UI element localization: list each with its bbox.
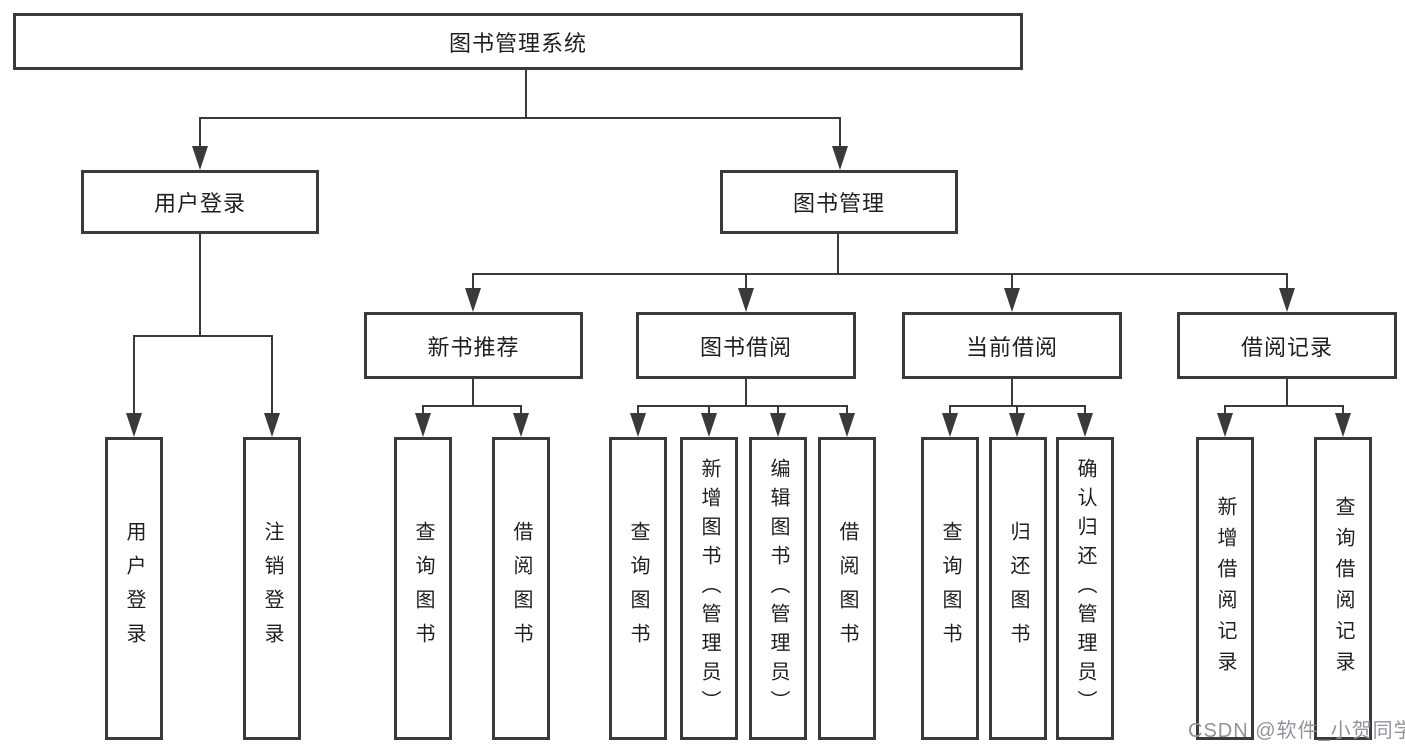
- arrow-down-icon: [1279, 288, 1295, 312]
- leaf-query-borrow-record: 查询借阅记录: [1314, 437, 1372, 740]
- leaf-query-books-recommend: 查询图书: [394, 437, 452, 740]
- connector-line: [745, 378, 747, 407]
- connector-line: [422, 405, 424, 417]
- leaf-label: 查询图书: [939, 520, 961, 657]
- connector-line: [637, 405, 848, 407]
- leaf-add-book-admin: 新增图书（管理员）: [680, 437, 738, 740]
- arrow-down-icon: [192, 146, 208, 170]
- leaf-label: 新增图书（管理员）: [698, 458, 720, 719]
- connector-line: [708, 405, 710, 417]
- node-label: 图书管理: [792, 191, 885, 216]
- leaf-label: 新增借阅记录: [1214, 495, 1236, 682]
- connector-line: [837, 233, 839, 275]
- connector-line: [520, 405, 522, 417]
- node-label: 图书管理系统: [448, 30, 587, 56]
- arrow-down-icon: [839, 413, 855, 437]
- arrow-down-icon: [1077, 413, 1093, 437]
- connector-line: [846, 405, 848, 417]
- arrow-down-icon: [465, 288, 481, 312]
- node-current-borrowing: 当前借阅: [902, 312, 1122, 379]
- leaf-user-login: 用户登录: [105, 437, 163, 740]
- node-label: 当前借阅: [965, 334, 1058, 360]
- connector-line: [1224, 405, 1344, 407]
- node-new-book-recommend: 新书推荐: [364, 312, 583, 379]
- connector-line: [1286, 378, 1288, 407]
- arrow-down-icon: [415, 413, 431, 437]
- leaf-label: 查询借阅记录: [1332, 495, 1354, 682]
- connector-line: [745, 273, 747, 291]
- arrow-down-icon: [942, 413, 958, 437]
- connector-line: [949, 405, 951, 417]
- leaf-edit-book-admin: 编辑图书（管理员）: [749, 437, 807, 740]
- leaf-add-borrow-record: 新增借阅记录: [1196, 437, 1254, 740]
- leaf-borrow-books-recommend: 借阅图书: [492, 437, 550, 740]
- watermark: CSDN @软件_小贺同学: [1188, 720, 1405, 742]
- arrow-down-icon: [832, 146, 848, 170]
- connector-line: [1286, 273, 1288, 291]
- leaf-label: 确认归还（管理员）: [1074, 458, 1096, 719]
- leaf-return-books: 归还图书: [989, 437, 1047, 740]
- connector-line: [472, 273, 474, 291]
- connector-line: [199, 117, 201, 149]
- node-label: 用户登录: [153, 191, 246, 216]
- arrow-down-icon: [513, 413, 529, 437]
- node-label: 借阅记录: [1240, 334, 1333, 360]
- leaf-label: 注销登录: [261, 520, 283, 657]
- connector-line: [1224, 405, 1226, 417]
- arrow-down-icon: [126, 413, 142, 437]
- connector-line: [525, 69, 527, 119]
- leaf-label: 归还图书: [1007, 520, 1029, 657]
- leaf-label: 用户登录: [123, 520, 145, 657]
- connector-line: [133, 335, 273, 337]
- connector-line: [777, 405, 779, 417]
- arrow-down-icon: [770, 413, 786, 437]
- arrow-down-icon: [738, 288, 754, 312]
- leaf-label: 编辑图书（管理员）: [767, 458, 789, 719]
- node-root: 图书管理系统: [13, 13, 1023, 70]
- connector-line: [637, 405, 639, 417]
- connector-line: [839, 117, 841, 149]
- leaf-borrow-books-borrowing: 借阅图书: [818, 437, 876, 740]
- connector-line: [1011, 273, 1013, 291]
- connector-line: [271, 335, 273, 417]
- connector-line: [199, 233, 201, 337]
- node-book-management: 图书管理: [720, 170, 958, 234]
- connector-line: [1342, 405, 1344, 417]
- leaf-logout: 注销登录: [243, 437, 301, 740]
- arrow-down-icon: [630, 413, 646, 437]
- leaf-confirm-return-admin: 确认归还（管理员）: [1056, 437, 1114, 740]
- node-book-borrowing: 图书借阅: [636, 312, 856, 379]
- connector-line: [1011, 378, 1013, 407]
- connector-line: [199, 117, 841, 119]
- connector-line: [133, 335, 135, 417]
- arrow-down-icon: [701, 413, 717, 437]
- node-user-login: 用户登录: [81, 170, 319, 234]
- connector-line: [472, 273, 1288, 275]
- arrow-down-icon: [264, 413, 280, 437]
- arrow-down-icon: [1009, 413, 1025, 437]
- leaf-label: 借阅图书: [510, 520, 532, 657]
- node-label: 新书推荐: [427, 334, 520, 360]
- leaf-query-books-borrowing: 查询图书: [609, 437, 667, 740]
- arrow-down-icon: [1217, 413, 1233, 437]
- leaf-label: 借阅图书: [836, 520, 858, 657]
- connector-line: [472, 378, 474, 407]
- leaf-label: 查询图书: [412, 520, 434, 657]
- arrow-down-icon: [1335, 413, 1351, 437]
- leaf-label: 查询图书: [627, 520, 649, 657]
- connector-line: [1016, 405, 1018, 417]
- connector-line: [422, 405, 522, 407]
- connector-line: [1084, 405, 1086, 417]
- node-label: 图书借阅: [699, 334, 792, 360]
- arrow-down-icon: [1004, 288, 1020, 312]
- node-borrow-records: 借阅记录: [1177, 312, 1397, 379]
- leaf-query-books-current: 查询图书: [921, 437, 979, 740]
